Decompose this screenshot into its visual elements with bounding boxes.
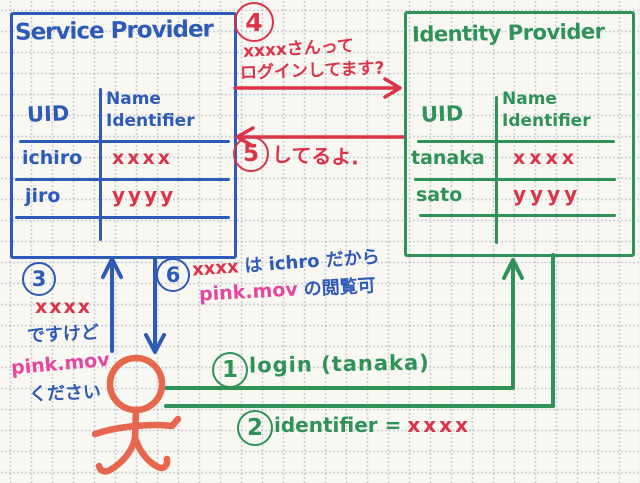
stick-figure-left-leg <box>95 434 139 475</box>
step-2-badge: 2 <box>237 410 273 446</box>
step-3-badge: 3 <box>22 262 56 296</box>
idp-col-uid: UID <box>420 101 464 127</box>
step-3-message-line2: ですけど <box>26 322 100 347</box>
step-1-message: login (tanaka) <box>248 350 430 378</box>
step-6-text-mid: は ichro だから <box>243 246 381 277</box>
step-1-badge: 1 <box>212 352 248 388</box>
identity-provider-title: Identity Provider <box>411 19 605 47</box>
user-stick-figure-icon <box>91 354 182 475</box>
sp-col-name-line1: Name <box>106 89 161 109</box>
identity-provider-box <box>404 11 635 257</box>
idp-table-row-line-2 <box>419 214 616 217</box>
sp-table-row-line-2 <box>15 216 230 219</box>
idp-col-name-line2: Identifier <box>502 111 591 131</box>
step-5-badge: 5 <box>233 136 269 172</box>
step-6-value: xxxx <box>191 256 240 281</box>
step-1-arrowhead-icon <box>502 258 524 280</box>
idp-row1-uid: tanaka <box>411 147 485 169</box>
sp-col-uid: UID <box>26 101 70 127</box>
step-3-message-line3: pink.mov <box>10 348 111 380</box>
sp-row2-uid: jiro <box>25 185 61 207</box>
sp-table-divider <box>99 88 102 241</box>
idp-row2-name-identifier: yyyy <box>513 182 582 206</box>
sp-col-name-line2: Identifier <box>106 111 195 131</box>
stick-figure-head <box>106 354 166 414</box>
sp-row1-uid: ichiro <box>22 147 83 169</box>
service-provider-title: Service Provider <box>14 16 214 46</box>
idp-table-divider <box>495 96 498 244</box>
sp-table-header-line <box>19 140 230 143</box>
idp-row1-name-identifier: xxxx <box>513 147 579 169</box>
idp-table-header-line <box>417 140 615 143</box>
sp-row2-name-identifier: yyyy <box>112 183 177 207</box>
sp-table-row-line-1 <box>15 178 230 181</box>
idp-table-row-line-1 <box>414 178 616 181</box>
step-6-message-line2: pink.mov の閲覧可 <box>199 275 377 305</box>
sp-row1-name-identifier: xxxx <box>112 147 174 169</box>
step-5-message: してるよ. <box>271 142 360 170</box>
step-3-message-line1: xxxx <box>35 296 93 318</box>
step-4-arrowhead-icon <box>383 77 402 99</box>
step-2-message: identifier = xxxx <box>274 414 471 436</box>
stick-figure-body <box>131 406 140 442</box>
step-4-badge: 4 <box>234 2 274 42</box>
step-3-arrowhead-icon <box>101 257 123 279</box>
step-6-badge: 6 <box>156 258 190 292</box>
step-4-message-line2: ログインしてます? <box>239 58 385 84</box>
step-6-text-end: の閲覧可 <box>303 275 377 301</box>
stick-figure-right-leg <box>131 434 171 472</box>
service-provider-box <box>10 12 237 259</box>
step-2-text: identifier = <box>274 413 402 437</box>
step-6-arrowhead-icon <box>144 333 166 354</box>
idp-col-name-line1: Name <box>502 89 557 109</box>
step-6-file: pink.mov <box>198 278 299 306</box>
step-3-message-line4: ください <box>28 381 102 406</box>
idp-row2-uid: sato <box>416 184 463 206</box>
step-4-message-line1: xxxxさんって <box>242 36 355 62</box>
step-2-value: xxxx <box>407 413 471 437</box>
stick-figure-arms <box>91 415 182 438</box>
